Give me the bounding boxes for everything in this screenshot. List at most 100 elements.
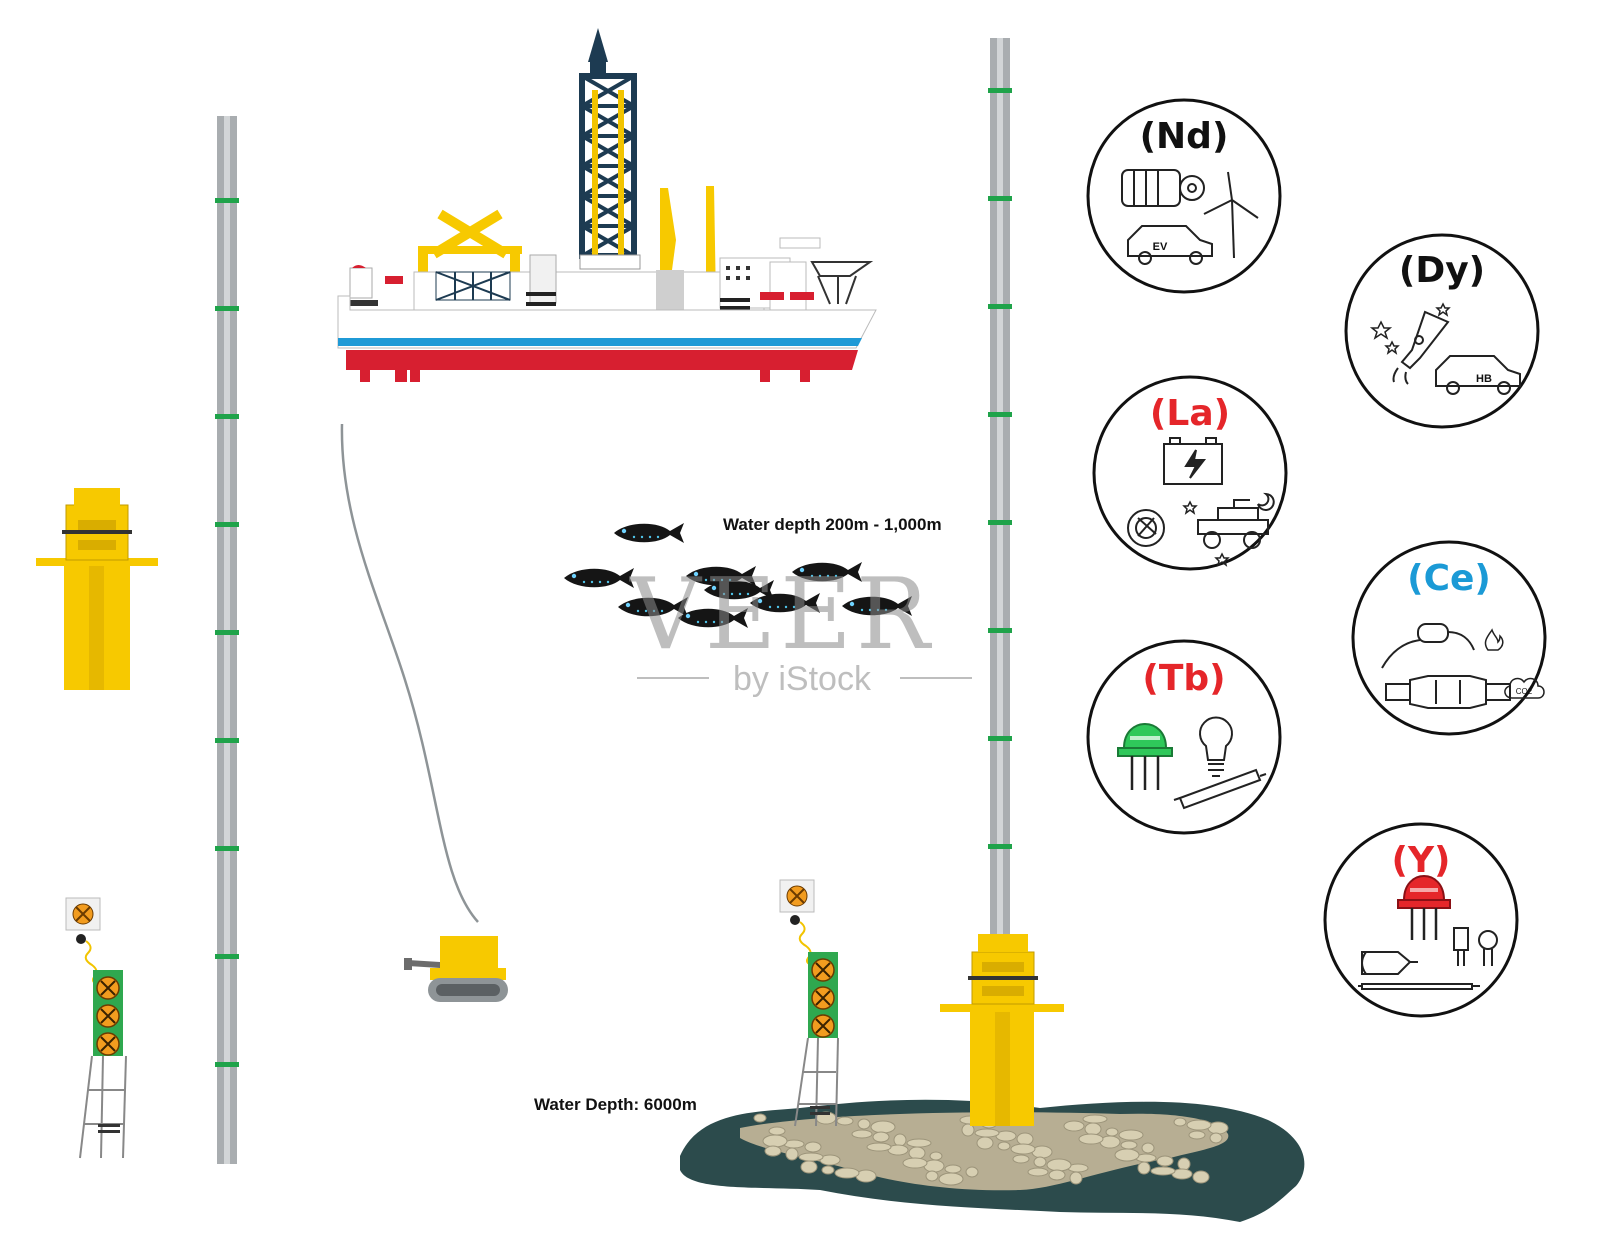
sediment-pebble <box>925 1170 939 1182</box>
pipe-joint-mark <box>215 522 239 527</box>
sediment-pebble <box>821 1165 835 1175</box>
fuel-nozzle-icon <box>1381 623 1475 669</box>
deep-sea-fish-school <box>564 523 912 628</box>
sediment-pebble <box>893 1133 907 1147</box>
sediment-pebble <box>929 1151 943 1161</box>
pipe-joint-mark <box>215 630 239 635</box>
element-symbol-tb: (Tb) <box>1142 658 1225 699</box>
sediment-pebble <box>800 1160 818 1174</box>
sediment-pebble <box>1192 1170 1210 1184</box>
rocket-icon <box>1392 310 1450 385</box>
derrick-brace <box>581 104 635 138</box>
camera-lens-icon <box>1127 509 1165 547</box>
element-card-y: (Y) <box>1323 822 1519 1018</box>
wind-turbine-icon <box>1203 171 1259 259</box>
sediment-pebble <box>908 1146 926 1160</box>
sediment-pebble <box>961 1123 975 1137</box>
fish-icon <box>750 593 820 613</box>
derrick-brace <box>581 164 635 198</box>
sediment-pebble <box>1016 1132 1034 1146</box>
drillship <box>337 28 877 382</box>
fish-icon <box>686 566 756 586</box>
derrick-brace <box>581 134 635 168</box>
battery-icon <box>1163 437 1223 485</box>
element-symbol-la: (La) <box>1150 393 1230 434</box>
co2-badge: CO2 <box>1516 687 1533 696</box>
element-card-la: (La) <box>1092 375 1288 571</box>
watermark-sub: by iStock <box>733 660 872 698</box>
seabed-rov-crawler <box>404 936 508 1002</box>
fluorescent-tube-icon <box>1173 768 1267 810</box>
flame-icon <box>1484 628 1504 651</box>
ceramic-part-icon <box>1358 951 1480 990</box>
pipe-joint-mark <box>215 198 239 203</box>
depth-label-deep: Water Depth: 6000m <box>534 1095 697 1114</box>
sediment-pebble <box>976 1136 994 1150</box>
sediment-pebble <box>762 1134 788 1148</box>
fish-icon <box>678 608 748 628</box>
element-card-ce: (Ce) CO2 <box>1351 540 1547 736</box>
pipe-joint-mark <box>215 738 239 743</box>
co2-cloud-icon <box>1504 677 1545 699</box>
sediment-pebble <box>1046 1158 1072 1172</box>
sediment-pebble <box>768 1126 786 1136</box>
element-symbol-y: (Y) <box>1392 840 1451 881</box>
sensor-disc-mark <box>100 1008 116 1024</box>
sediment-pebble <box>866 1142 892 1152</box>
depth-label-mid: Water depth 200m - 1,000m <box>723 515 942 534</box>
fish-icon <box>614 523 684 543</box>
element-symbol-dy: (Dy) <box>1399 250 1485 291</box>
pipe-joint-mark <box>215 954 239 959</box>
element-card-tb: (Tb) <box>1086 639 1282 835</box>
sediment-pebble <box>872 1131 890 1143</box>
sediment-pebble <box>836 1116 854 1126</box>
star-icons <box>1369 302 1451 355</box>
sediment-pebble <box>1186 1119 1212 1131</box>
sediment-pebble <box>1082 1114 1108 1124</box>
pipe-joint-mark <box>988 844 1012 849</box>
sediment-pebble <box>974 1128 1000 1138</box>
sediment-pebble <box>798 1152 824 1162</box>
pipe-joint-mark <box>988 736 1012 741</box>
sediment-pebble <box>851 1129 873 1139</box>
sediment-pebble <box>906 1138 932 1148</box>
element-symbol-ce: (Ce) <box>1407 558 1491 599</box>
lunar-rover-icon <box>1197 492 1275 549</box>
left-drill-pipe <box>215 116 239 1164</box>
pipe-joint-mark <box>215 414 239 419</box>
sediment-pebble <box>1156 1155 1174 1167</box>
watermark-brand: VEER <box>629 558 934 672</box>
hybrid-car-icon <box>1435 355 1521 395</box>
pipe-joint-mark <box>988 412 1012 417</box>
sediment-pebble <box>857 1118 871 1130</box>
pipe-joint-mark <box>215 1062 239 1067</box>
derrick-brace <box>581 194 635 228</box>
derrick-brace <box>581 74 635 108</box>
pipe-joint-mark <box>988 520 1012 525</box>
light-bulb-icon <box>1199 716 1233 777</box>
seabed-blowout-preventer <box>940 934 1064 1126</box>
sediment-pebble <box>1177 1157 1191 1171</box>
sediment-pebble <box>1012 1154 1030 1164</box>
sediment-pebble <box>1033 1156 1047 1168</box>
sediment-pebble <box>944 1164 962 1174</box>
pipe-joint-mark <box>988 304 1012 309</box>
sediment-pebble <box>804 1141 822 1153</box>
left-sensor-stack <box>65 897 127 1159</box>
left-blowout-preventer <box>36 488 158 690</box>
rare-earth-element-panels: (Nd) EV (Dy) <box>1086 98 1547 1018</box>
pipe-joint-mark <box>988 88 1012 93</box>
ev-car-icon <box>1127 225 1213 265</box>
derrick-brace <box>581 224 635 258</box>
sediment-pebble <box>1048 1169 1066 1181</box>
red-led-icon <box>1397 875 1451 940</box>
sediment-pebble <box>1078 1133 1104 1145</box>
green-led-icon <box>1117 723 1173 790</box>
seabed-sensor-stack <box>779 879 839 1127</box>
motor-icon <box>1121 169 1205 207</box>
sediment-pebble <box>1118 1129 1144 1141</box>
element-symbol-nd: (Nd) <box>1140 116 1229 157</box>
sensor-disc-mark <box>100 980 116 996</box>
sensor-disc-mark <box>100 1036 116 1052</box>
